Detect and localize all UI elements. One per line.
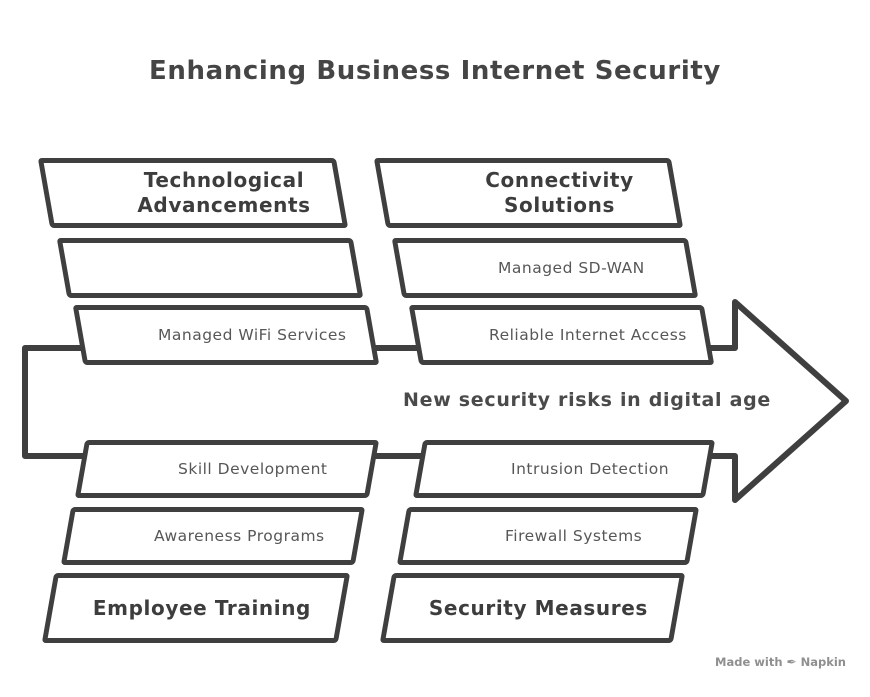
item-box-awareness-programs: Awareness Programs xyxy=(60,507,366,565)
item-box-intrusion-detection: Intrusion Detection xyxy=(412,440,716,498)
header-label: Security Measures xyxy=(429,595,648,620)
item-box-empty xyxy=(56,238,364,298)
napkin-pen-icon: ✒ xyxy=(786,655,797,669)
diagram-title: Enhancing Business Internet Security xyxy=(149,56,721,86)
item-box-managed-sd-wan: Managed SD-WAN xyxy=(391,238,699,298)
item-label: Skill Development xyxy=(178,460,328,478)
header-label: Connectivity Solutions xyxy=(485,168,634,217)
item-box-skill-development: Skill Development xyxy=(74,440,380,498)
header-label: Employee Training xyxy=(92,595,312,620)
item-box-managed-wifi-services: Managed WiFi Services xyxy=(72,305,380,365)
item-label: Firewall Systems xyxy=(505,527,643,545)
item-label: Awareness Programs xyxy=(153,527,325,545)
napkin-watermark: Made with ✒ Napkin xyxy=(715,655,846,669)
arrow-label: New security risks in digital age xyxy=(403,389,771,411)
item-label: Managed SD-WAN xyxy=(497,259,645,277)
header-box-employee-training: Employee Training xyxy=(41,573,351,643)
item-box-reliable-internet-access: Reliable Internet Access xyxy=(408,305,715,365)
header-label: Technological Advancements xyxy=(137,168,311,217)
item-label: Reliable Internet Access xyxy=(488,326,687,344)
header-box-security-measures: Security Measures xyxy=(379,573,686,643)
header-box-connectivity-solutions: Connectivity Solutions xyxy=(373,158,684,228)
item-label: Intrusion Detection xyxy=(510,460,670,478)
watermark-prefix: Made with xyxy=(715,655,783,669)
item-label: Managed WiFi Services xyxy=(157,326,347,344)
item-box-firewall-systems: Firewall Systems xyxy=(396,507,700,565)
watermark-brand: Napkin xyxy=(800,655,846,669)
header-box-technological-advancements: Technological Advancements xyxy=(37,158,349,228)
